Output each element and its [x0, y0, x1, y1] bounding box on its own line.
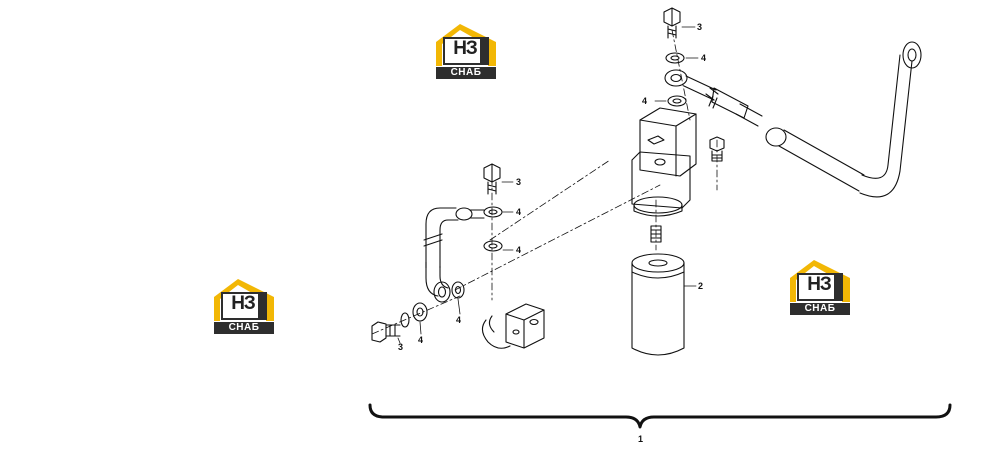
callout-washer-bottom: 4 — [418, 335, 424, 345]
logo-mark-text: НЗ — [807, 274, 832, 295]
filter-nipple — [650, 225, 662, 243]
washer-mid-upper — [483, 206, 503, 218]
filter-cartridge — [631, 253, 685, 356]
drain-plug — [709, 136, 725, 162]
callout-bolt-top: 3 — [697, 22, 703, 32]
logo-subtitle: СНАБ — [790, 303, 850, 315]
logo-right: НЗ СНАБ — [788, 258, 852, 316]
callout-bolt-mid: 3 — [516, 177, 522, 187]
callout-washer-mid-lower: 4 — [516, 245, 522, 255]
filter-head — [631, 107, 697, 217]
logo-subtitle: СНАБ — [214, 322, 274, 334]
callout-bolt-bottom: 3 — [398, 342, 404, 352]
assembly-brace — [368, 403, 952, 429]
callout-washer-mid-upper: 4 — [516, 207, 522, 217]
callout-assembly: 1 — [638, 434, 644, 444]
mounting-bracket — [481, 303, 545, 349]
leader-lines — [397, 26, 699, 344]
callout-washer-top-lower: 4 — [642, 96, 648, 106]
logo-mark-text: НЗ — [231, 293, 256, 314]
callout-washer-elbow: 4 — [456, 315, 462, 325]
washer-elbow — [451, 281, 465, 299]
washer-bottom — [412, 302, 428, 322]
washer-top-lower — [667, 95, 687, 107]
callout-filter: 2 — [698, 281, 704, 291]
callout-washer-top-upper: 4 — [701, 53, 707, 63]
logo-top: НЗ СНАБ — [434, 22, 498, 80]
upper-banjo-hose — [664, 41, 922, 198]
logo-left: НЗ СНАБ — [212, 277, 276, 335]
washer-mid-lower — [483, 240, 503, 252]
logo-mark-text: НЗ — [453, 38, 478, 59]
washer-top-upper — [665, 52, 685, 64]
logo-subtitle: СНАБ — [436, 67, 496, 79]
bolt-bottom — [371, 321, 401, 343]
bolt-top — [663, 7, 681, 39]
left-fuel-line — [423, 207, 485, 303]
bolt-middle — [483, 163, 501, 195]
